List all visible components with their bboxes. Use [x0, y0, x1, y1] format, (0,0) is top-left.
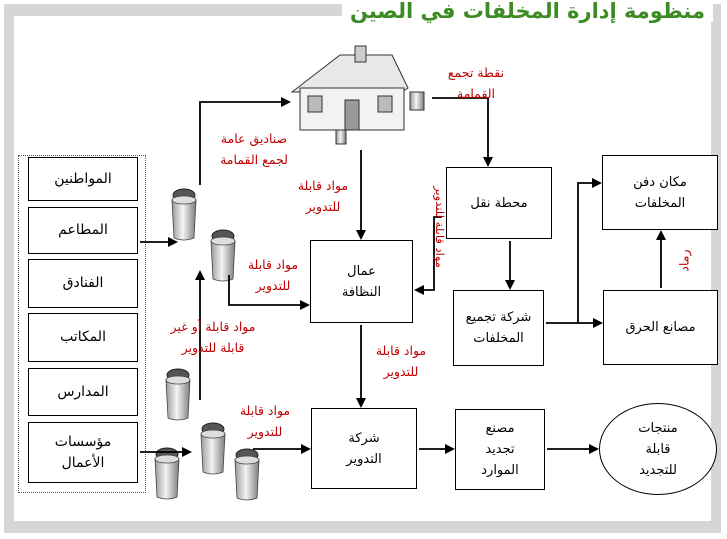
source-hotels: الفنادق	[28, 259, 138, 308]
node-resource-plant: مصنع تجديد الموارد	[455, 409, 545, 490]
node-incinerators: مصانع الحرق	[603, 290, 718, 365]
node-cleaners: عمال النظافة	[310, 240, 413, 323]
node-collection-company: شركة تجميع المخلفات	[453, 290, 544, 366]
page-title: منظومة إدارة المخلفات في الصين	[341, 0, 713, 22]
source-offices: المكاتب	[28, 313, 138, 362]
house-icon	[290, 45, 425, 145]
label-recyclable-from-house: مواد قابلة للتدوير	[297, 178, 349, 214]
label-collection-point: نقطة تجمع القمامة	[447, 65, 505, 101]
label-recyclable-to-recycling: مواد قابلة للتدوير	[239, 403, 291, 439]
label-public-bins: صناديق عامة لجمع القمامة	[220, 131, 288, 167]
node-renewable-products: منتجات قابلة للتجديد	[599, 403, 717, 495]
label-recyclable-or-not: مواد قابلة أو غير قابلة للتدوير	[170, 319, 256, 355]
source-restaurants: المطاعم	[28, 207, 138, 254]
source-citizens: المواطنين	[28, 157, 138, 201]
label-recyclable-vertical: مواد قابلة للتدوير	[433, 186, 447, 268]
label-recyclable-from-bins: مواد قابلة للتدوير	[247, 257, 299, 293]
node-transfer-station: محطة نقل	[446, 167, 552, 239]
label-recyclable-from-cleaners: مواد قابلة للتدوير	[375, 343, 427, 379]
sources-group	[18, 155, 146, 493]
node-recycling-company: شركة التدوير	[311, 408, 417, 489]
source-businesses: مؤسسات الأعمال	[28, 422, 138, 483]
source-schools: المدارس	[28, 368, 138, 416]
label-ash: رماد	[676, 249, 692, 272]
node-landfill: مكان دفن المخلفات	[602, 155, 718, 230]
